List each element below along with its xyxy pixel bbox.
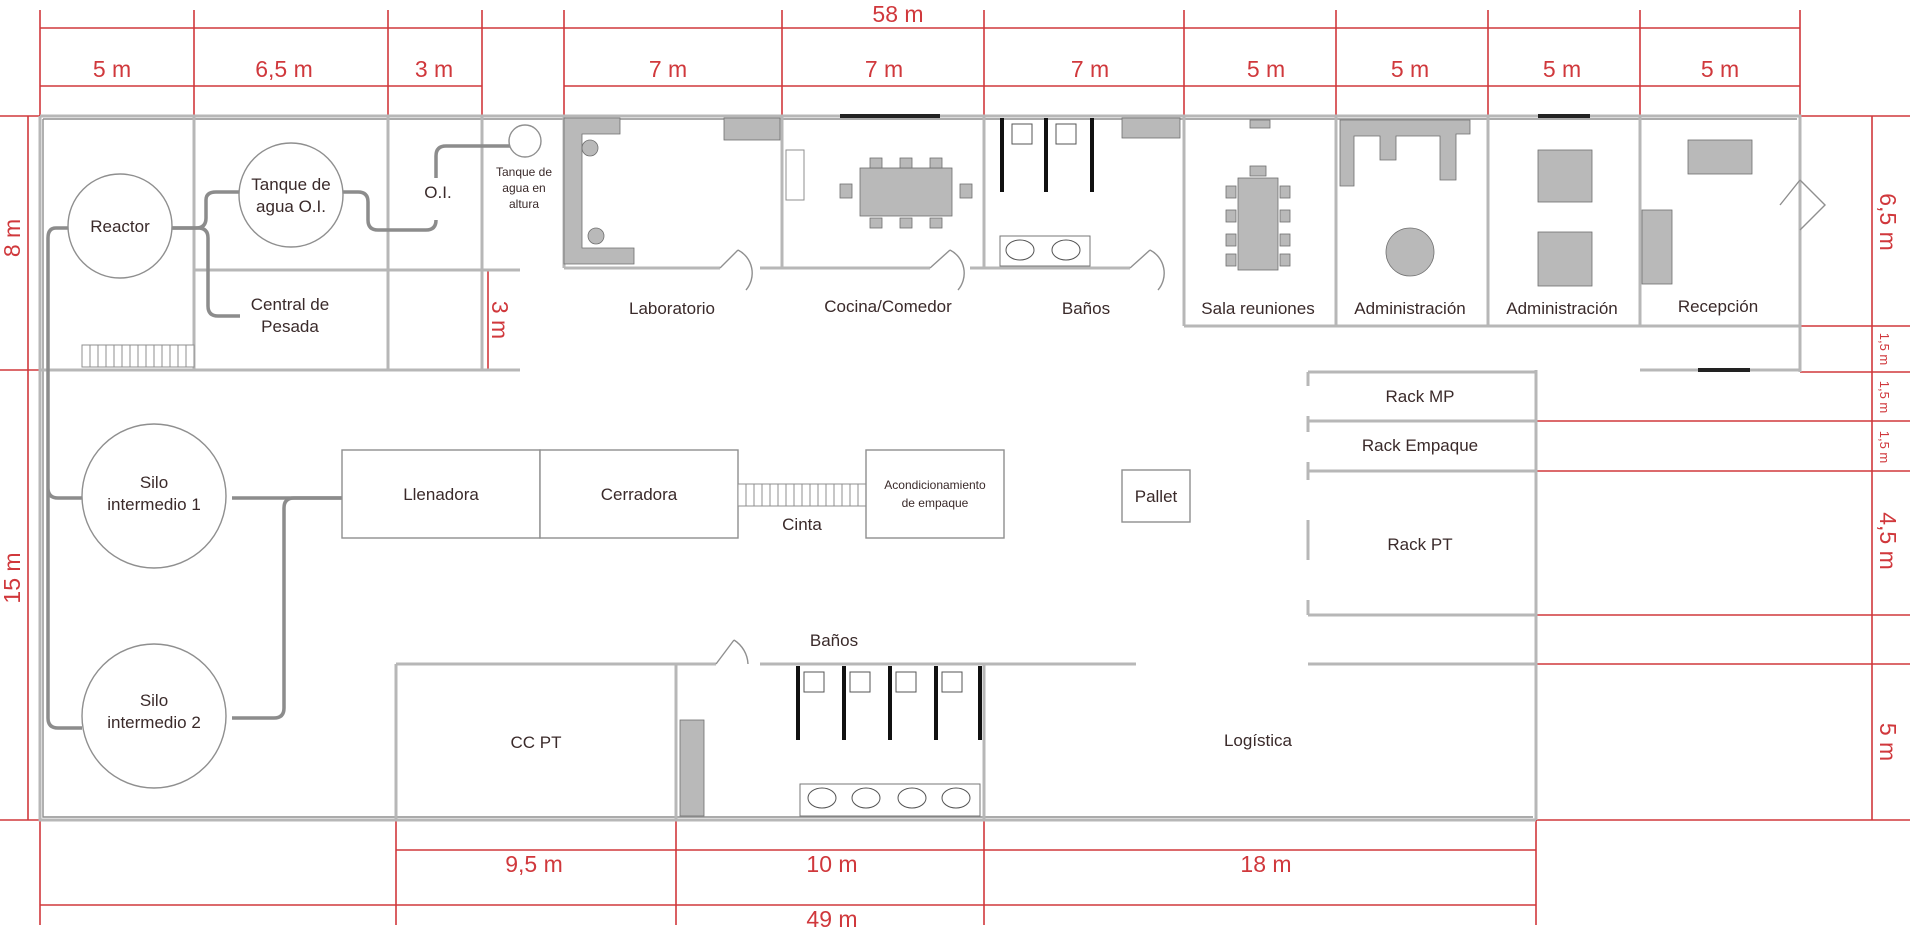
dim-bottom-total: 49 m — [806, 906, 857, 932]
label-llenadora: Llenadora — [403, 485, 479, 504]
label-sala-reuniones: Sala reuniones — [1201, 299, 1314, 318]
stairs — [81, 344, 195, 368]
dim-right-4: 1,5 m — [1877, 431, 1892, 464]
dim-right-2: 1,5 m — [1877, 333, 1892, 366]
dim-bottom-2: 10 m — [806, 851, 857, 877]
dim-bottom-1: 9,5 m — [505, 851, 563, 877]
label-cinta: Cinta — [782, 515, 822, 534]
dim-bottom-3: 18 m — [1240, 851, 1291, 877]
label-recepcion: Recepción — [1678, 297, 1758, 316]
label-logistica: Logística — [1224, 731, 1293, 750]
dim-right-5: 4,5 m — [1875, 512, 1901, 570]
walls — [38, 114, 1826, 822]
label-tanque-altura-2: agua en — [502, 181, 545, 195]
silo2-tank — [81, 643, 227, 789]
label-central-pesada-1: Central de — [251, 295, 329, 314]
dim-left-upper: 8 m — [0, 219, 25, 257]
pipe-tank-oi — [340, 190, 438, 232]
label-tanque-oi-1: Tanque de — [251, 175, 330, 194]
label-rack-empaque: Rack Empaque — [1362, 436, 1478, 455]
dim-top-total: 58 m — [872, 1, 923, 27]
pallet-box — [1121, 469, 1191, 523]
llenadora-machine — [341, 449, 541, 539]
label-banos-bottom: Baños — [810, 631, 858, 650]
dim-top-1: 5 m — [93, 56, 131, 82]
dim-top-6: 7 m — [1071, 56, 1109, 82]
room-labels: Reactor Tanque de agua O.I. O.I. Tanque … — [90, 165, 1758, 752]
label-acondicionamiento-1: Acondicionamiento — [884, 478, 986, 492]
label-laboratorio: Laboratorio — [629, 299, 715, 318]
label-reactor: Reactor — [90, 217, 150, 236]
label-cc-pt: CC PT — [511, 733, 562, 752]
dim-right-3: 1,5 m — [1877, 381, 1892, 414]
tanque-oi-tank — [238, 142, 344, 248]
cinta-conveyor — [737, 483, 867, 507]
tanque-altura-tank — [508, 124, 542, 158]
pipe-reactor-silos — [46, 226, 82, 730]
label-tanque-altura-1: Tanque de — [496, 165, 552, 179]
label-acondicionamiento-2: de empaque — [902, 496, 969, 510]
pipes — [46, 139, 520, 730]
label-cerradora: Cerradora — [601, 485, 678, 504]
dim-inner-3m: 3 m — [487, 301, 513, 339]
dim-top-2: 6,5 m — [255, 56, 313, 82]
label-admin-1: Administración — [1354, 299, 1466, 318]
label-rack-pt: Rack PT — [1387, 535, 1452, 554]
dim-top-10: 5 m — [1701, 56, 1739, 82]
cerradora-machine — [539, 449, 739, 539]
label-silo1-2: intermedio 1 — [107, 495, 201, 514]
equipment — [67, 124, 1191, 789]
label-tanque-altura-3: altura — [509, 197, 539, 211]
label-silo1-1: Silo — [140, 473, 168, 492]
dim-top-4: 7 m — [649, 56, 687, 82]
label-silo2-1: Silo — [140, 691, 168, 710]
furniture — [563, 114, 1753, 817]
label-admin-2: Administración — [1506, 299, 1618, 318]
pipe-reactor-pesada — [170, 226, 240, 318]
label-silo2-2: intermedio 2 — [107, 713, 201, 732]
label-oi: O.I. — [424, 183, 451, 202]
pipe-silo2-llenadora — [232, 496, 342, 720]
dim-top-7: 5 m — [1247, 56, 1285, 82]
dim-top-5: 7 m — [865, 56, 903, 82]
dim-top-8: 5 m — [1391, 56, 1429, 82]
label-pallet: Pallet — [1135, 487, 1178, 506]
label-banos-top: Baños — [1062, 299, 1110, 318]
dim-top-3: 3 m — [415, 56, 453, 82]
label-rack-mp: Rack MP — [1386, 387, 1455, 406]
dim-left-lower: 15 m — [0, 552, 25, 603]
label-central-pesada-2: Pesada — [261, 317, 319, 336]
dim-right-1: 6,5 m — [1875, 193, 1901, 251]
dimension-lines — [0, 10, 1910, 925]
label-tanque-oi-2: agua O.I. — [256, 197, 326, 216]
dim-top-9: 5 m — [1543, 56, 1581, 82]
pipe-reactor-tank — [170, 190, 242, 230]
silo1-tank — [81, 423, 227, 569]
acondicionamiento-machine — [865, 449, 1005, 539]
dim-right-6: 5 m — [1875, 723, 1901, 761]
reactor-tank — [67, 173, 173, 279]
label-cocina: Cocina/Comedor — [824, 297, 952, 316]
